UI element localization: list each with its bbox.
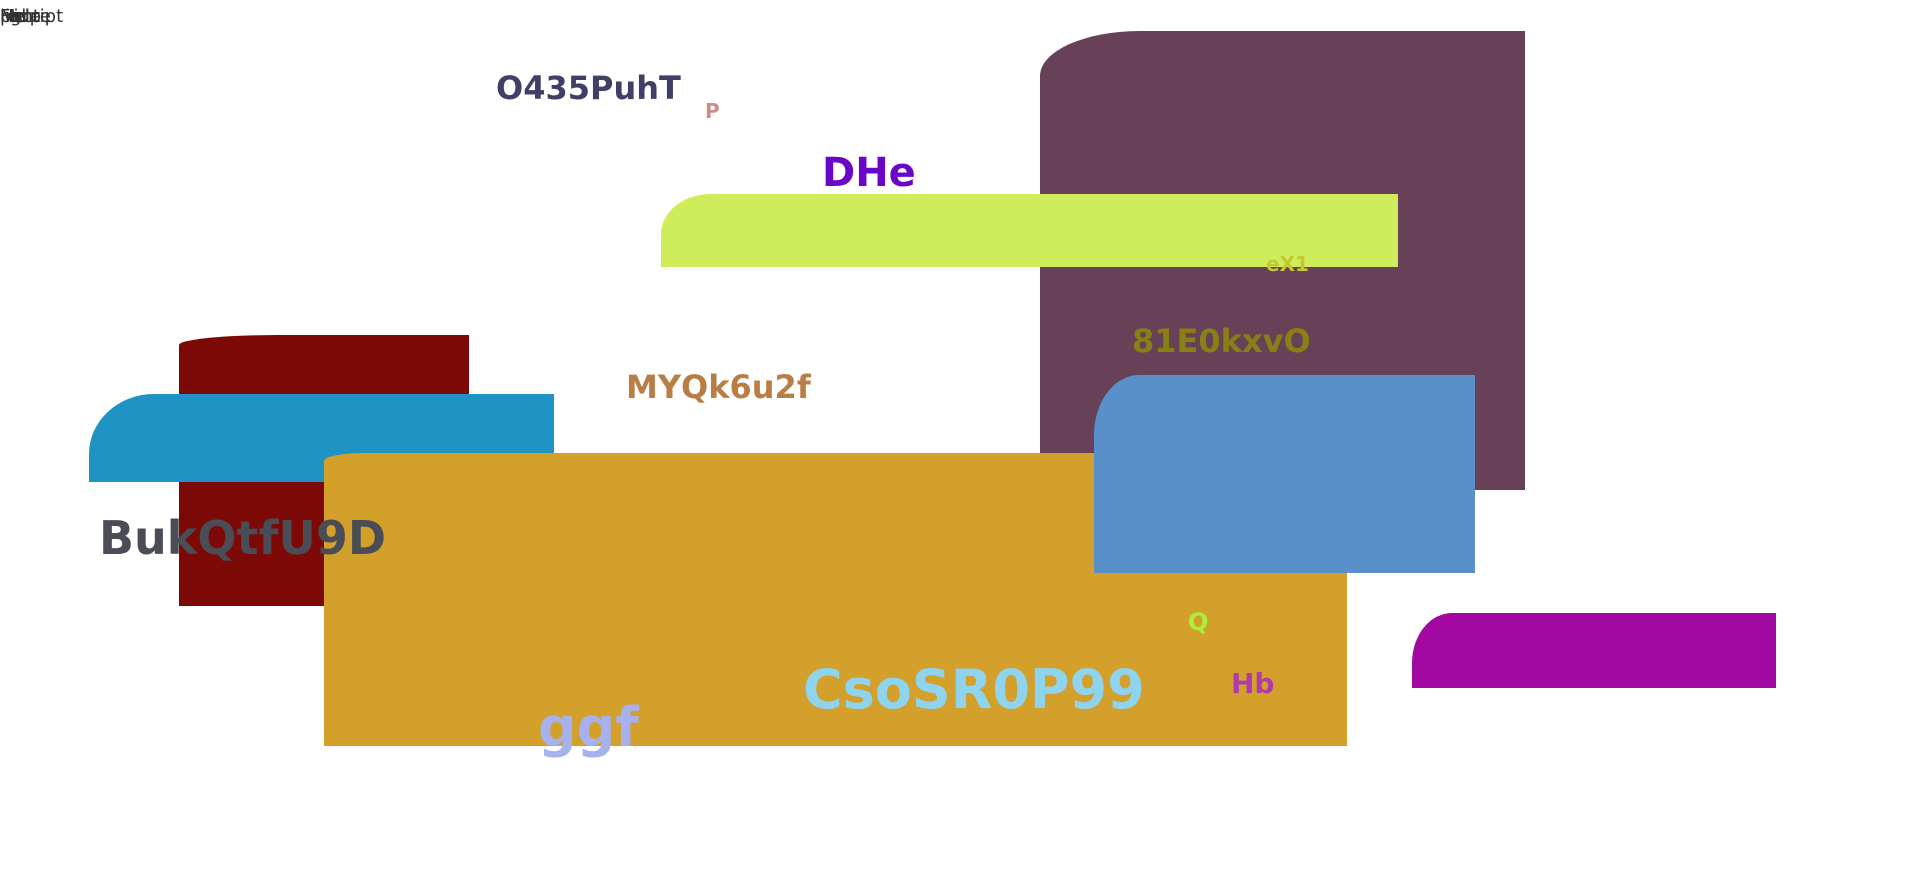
corner-label-pe[interactable]: pe [0, 6, 23, 27]
label-myqk: MYQk6u2f [626, 368, 811, 406]
label-ggf: ggf [538, 696, 639, 759]
label-buk: BukQtfU9D [99, 511, 387, 565]
corner-label-hide[interactable]: Hide [0, 6, 42, 27]
label-hb: Hb [1231, 667, 1275, 700]
corner-label-script[interactable]: script [13, 6, 64, 27]
label-p: P [705, 99, 720, 123]
label-cso: CsoSR0P99 [803, 658, 1145, 721]
label-dhe: DHe [822, 150, 916, 196]
label-q: Q [1188, 608, 1209, 636]
lime-bar [661, 194, 1398, 267]
corner-label-mo[interactable]: Mo [0, 6, 27, 27]
label-ex1: eX1 [1266, 252, 1309, 276]
corner-label-fa[interactable]: Fa [0, 6, 20, 27]
corner-label-help[interactable]: Help [0, 6, 42, 27]
label-81e0: 81E0kxvO [1132, 322, 1311, 360]
corner-label-lighte[interactable]: lighte [0, 6, 51, 27]
label-o435: O435PuhT [496, 69, 681, 107]
magenta-bar [1412, 613, 1776, 688]
steel-blue-rect [1094, 375, 1475, 573]
